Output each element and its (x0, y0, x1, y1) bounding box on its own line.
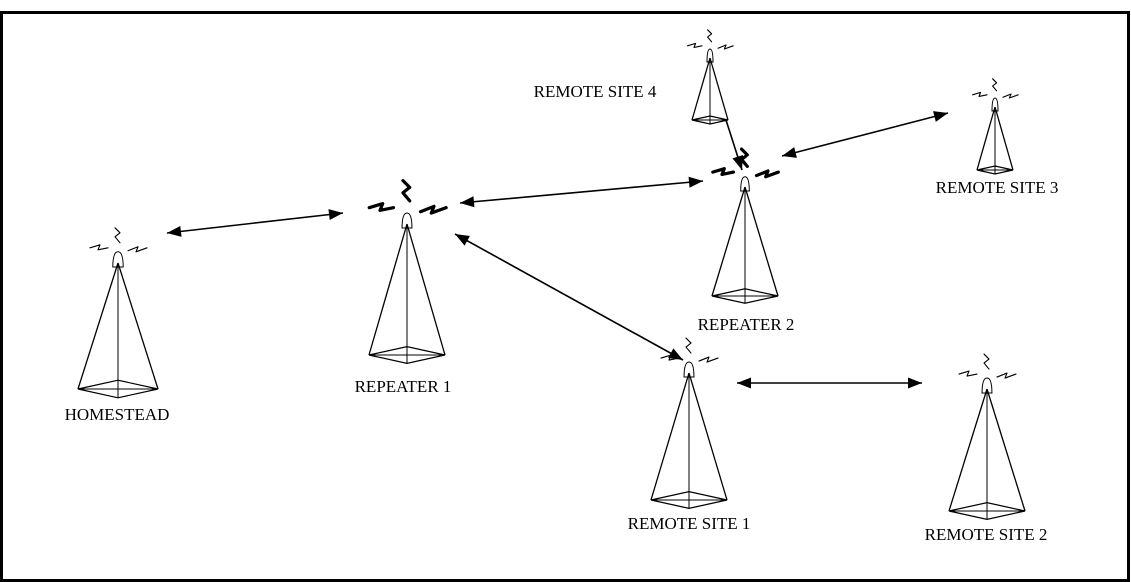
site-labels: HOMESTEAD REPEATER 1 REPEATER 2 REMOTE S… (65, 82, 1059, 544)
link-repeater-1-remote-site-1 (454, 233, 684, 361)
radio-signal-icon (89, 227, 148, 253)
label-remote-site-1: REMOTE SITE 1 (628, 514, 751, 533)
radio-signal-icon (972, 78, 1019, 99)
tower-icon (77, 227, 159, 399)
arrowhead (328, 209, 343, 221)
radio-signal-icon (687, 29, 734, 50)
label-remote-site-2: REMOTE SITE 2 (925, 525, 1048, 544)
radio-signal-icon (367, 179, 448, 215)
arrowhead (933, 111, 948, 122)
arrowhead (908, 377, 922, 389)
link-repeater-1-repeater-2 (459, 176, 704, 208)
tower-icon (687, 29, 734, 125)
link-homestead-repeater-1 (166, 209, 344, 237)
link-remote-site-1-remote-site-2 (737, 377, 922, 389)
link-repeater-2-remote-site-3 (781, 111, 949, 158)
label-remote-site-4: REMOTE SITE 4 (534, 82, 657, 101)
tower-icon (948, 353, 1026, 520)
radio-signal-icon (711, 147, 780, 179)
label-remote-site-3: REMOTE SITE 3 (936, 178, 1059, 197)
arrowhead (167, 225, 182, 237)
arrowhead (460, 196, 475, 208)
arrowhead (688, 176, 703, 188)
tower-icon (711, 147, 780, 304)
label-repeater-2: REPEATER 2 (698, 315, 795, 334)
arrowhead (737, 377, 751, 389)
arrowhead (455, 234, 470, 246)
tower-icon (972, 78, 1019, 175)
arrowhead (782, 147, 797, 158)
tower-icon (650, 337, 728, 509)
label-repeater-1: REPEATER 1 (355, 377, 452, 396)
tower-icon (367, 179, 448, 364)
radio-links (166, 111, 949, 389)
arrowhead (668, 348, 683, 360)
towers (77, 29, 1026, 520)
radio-signal-icon (958, 353, 1017, 379)
radio-signal-icon (660, 337, 719, 363)
diagram-frame (0, 11, 1130, 582)
label-homestead: HOMESTEAD (65, 405, 170, 424)
